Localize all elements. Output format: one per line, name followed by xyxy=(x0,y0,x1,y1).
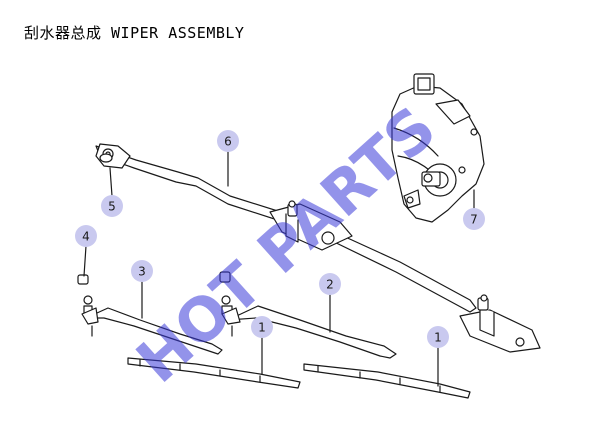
callout-3: 3 xyxy=(131,260,153,282)
callout-2-label: 2 xyxy=(326,278,334,292)
diagram-title: 刮水器总成 WIPER ASSEMBLY xyxy=(24,24,245,42)
callout-5: 5 xyxy=(101,195,123,217)
wiper-arms xyxy=(81,305,397,359)
callout-6-label: 6 xyxy=(224,135,232,149)
callout-4-label: 4 xyxy=(82,230,90,244)
callout-4: 4 xyxy=(75,225,97,247)
watermark-text: HOT PARTS xyxy=(124,93,450,396)
callout-5-label: 5 xyxy=(108,200,116,214)
wiper-blades xyxy=(127,357,471,399)
leader-lines xyxy=(83,151,475,387)
callout-1-right-label: 1 xyxy=(434,331,442,345)
callout-7-label: 7 xyxy=(470,213,478,227)
callout-1-left: 1 xyxy=(251,316,273,338)
linkage-rod xyxy=(95,143,541,353)
wiper-motor xyxy=(391,73,485,223)
callout-7: 7 xyxy=(463,208,485,230)
callout-1-right: 1 xyxy=(427,326,449,348)
bush xyxy=(99,153,113,163)
callout-3-label: 3 xyxy=(138,265,146,279)
callout-6: 6 xyxy=(217,130,239,152)
callout-1-left-label: 1 xyxy=(258,321,266,335)
callout-2: 2 xyxy=(319,273,341,295)
